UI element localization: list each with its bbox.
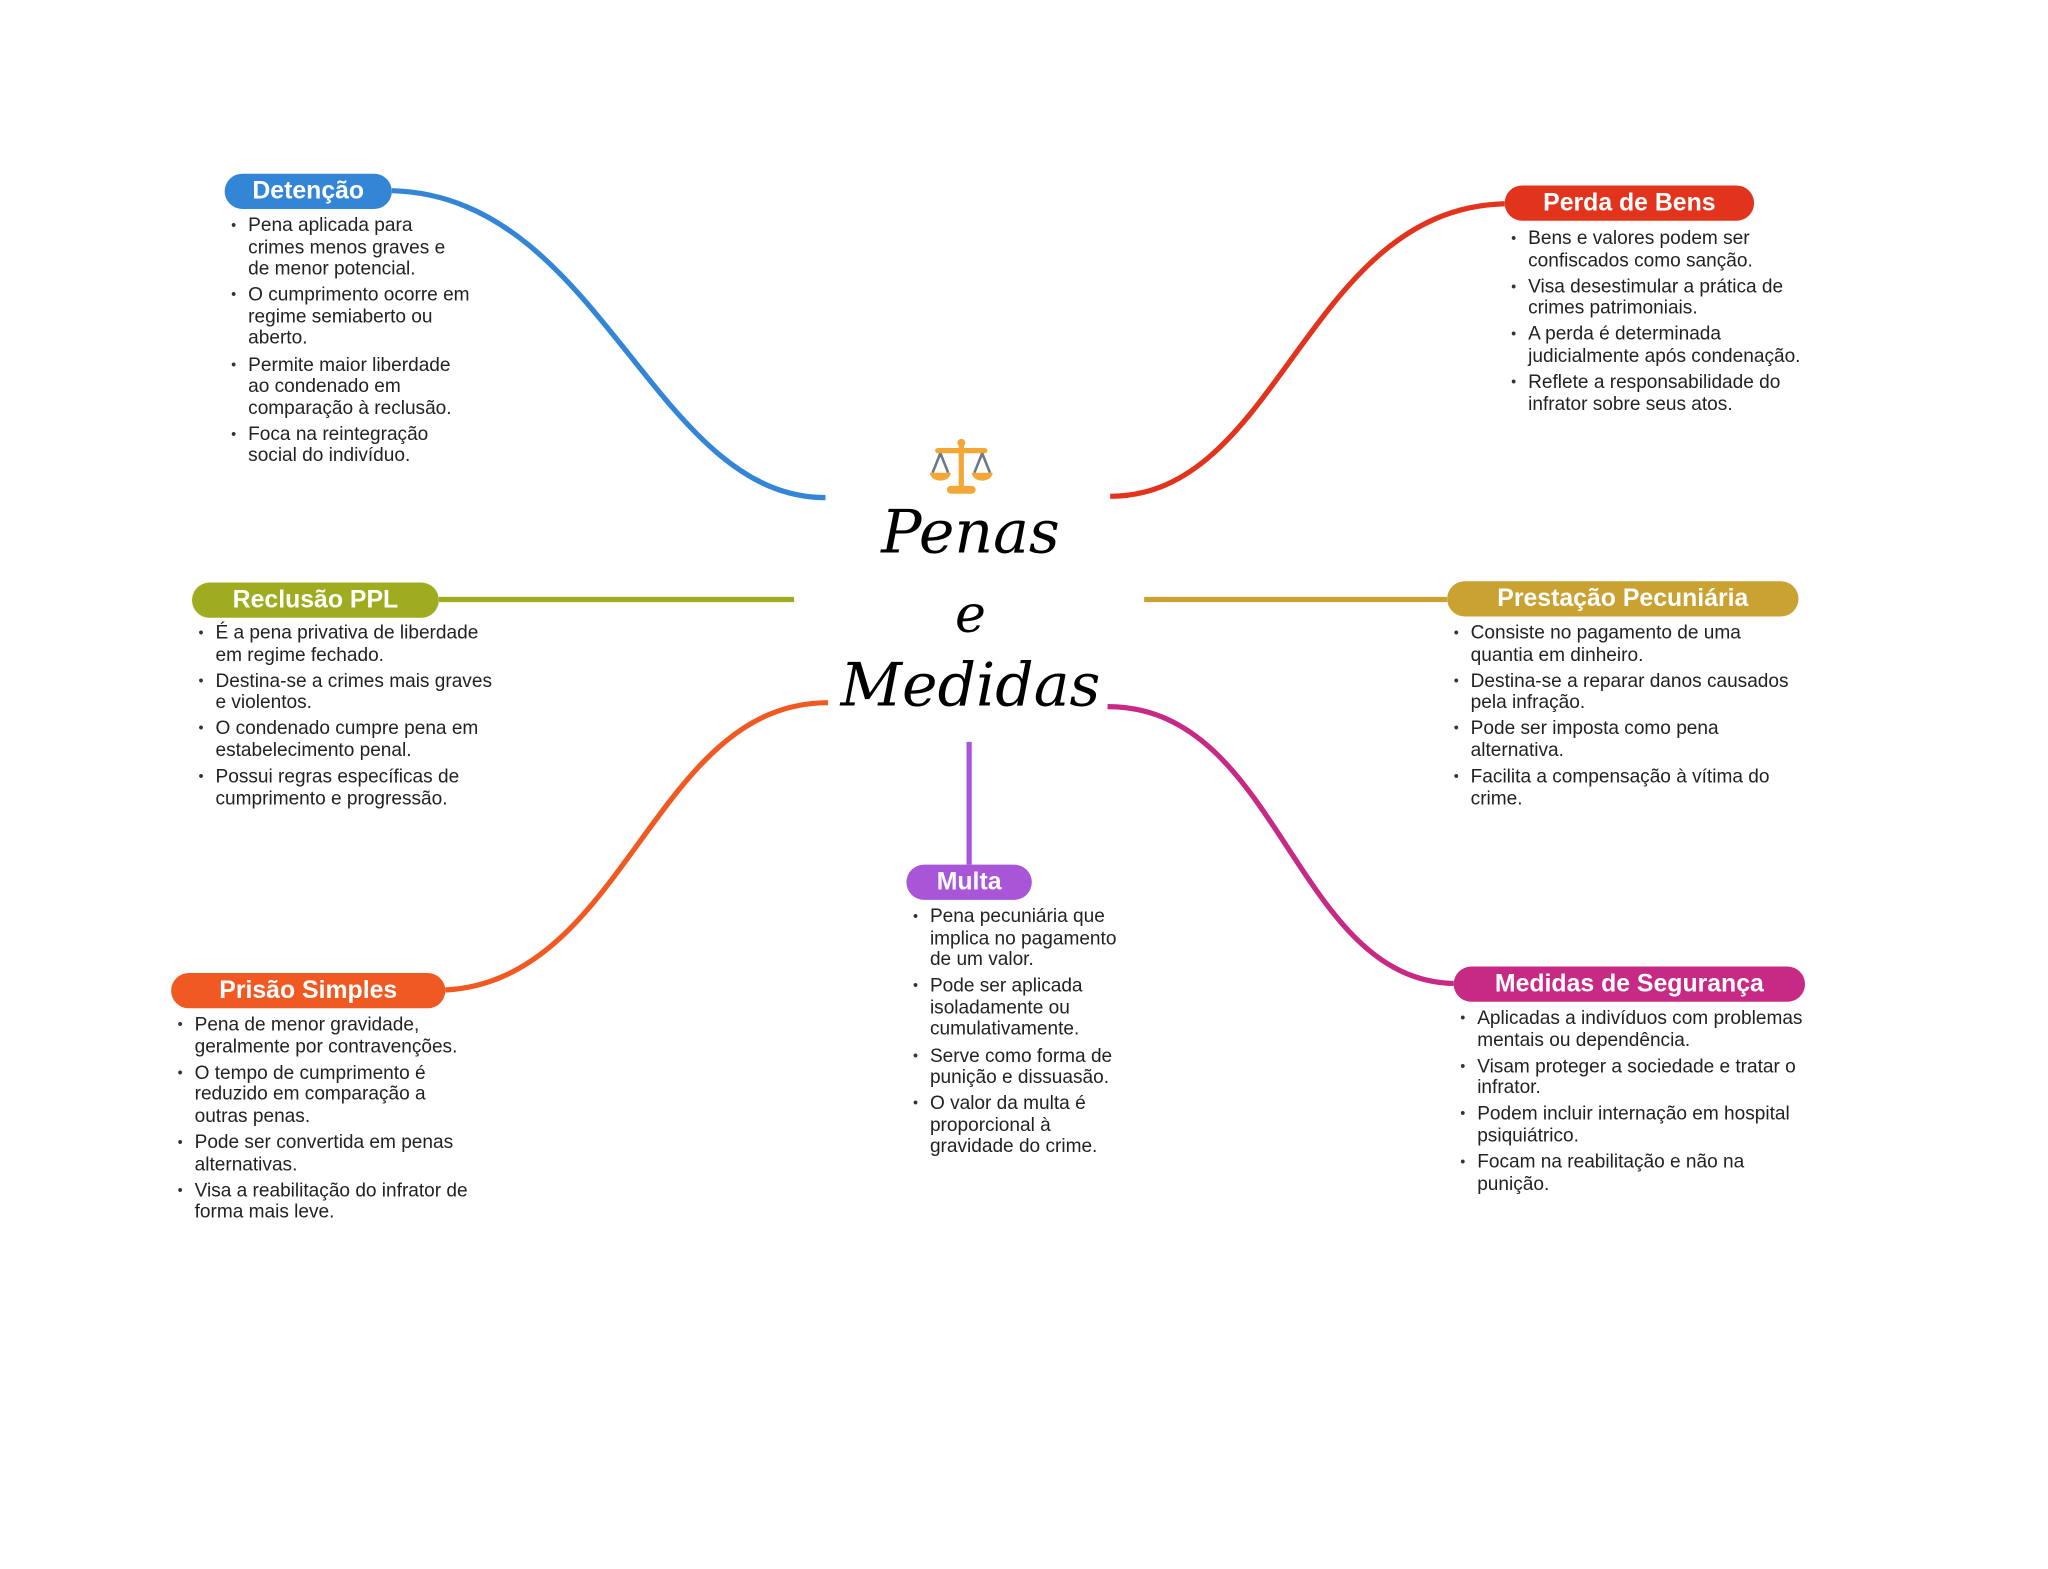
subtopic-item[interactable]: Facilita a compensação à vítima do crime…	[1454, 767, 1798, 810]
connector-prisao-simples	[445, 700, 829, 993]
subtopic-item[interactable]: Podem incluir internação em hospital psi…	[1460, 1104, 1804, 1147]
subtopic-item[interactable]: Pena pecuniária que implica no pagamento…	[913, 906, 1126, 971]
subtopic-item[interactable]: Pode ser aplicada isoladamente ou cumula…	[913, 976, 1126, 1041]
subtopic-item[interactable]: Permite maior liberdade ao condenado em …	[231, 355, 470, 420]
topic-detencao[interactable]: Detenção	[224, 173, 392, 209]
subtopic-list-medidas-de-seguranca: Aplicadas a indivíduos com problemas men…	[1460, 1008, 1804, 1200]
subtopic-list-reclusao-ppl: É a pena privativa de liberdade em regim…	[199, 623, 503, 815]
subtopic-item[interactable]: Visa a reabilitação do infrator de forma…	[178, 1180, 482, 1223]
central-title-line-2: e	[954, 585, 986, 646]
balance-scale-icon	[929, 438, 993, 494]
subtopic-list-prisao-simples: Pena de menor gravidade, geralmente por …	[178, 1015, 482, 1228]
subtopic-item[interactable]: Focam na reabilitação e não na punição.	[1460, 1152, 1804, 1195]
subtopic-item[interactable]: Pena de menor gravidade, geralmente por …	[178, 1015, 482, 1058]
subtopic-item[interactable]: Destina-se a crimes mais graves e violen…	[199, 671, 503, 714]
subtopic-item[interactable]: O cumprimento ocorre em regime semiabert…	[231, 285, 470, 350]
topic-multa[interactable]: Multa	[906, 864, 1032, 900]
subtopic-item[interactable]: Serve como forma de punição e dissuasão.	[913, 1046, 1126, 1089]
topic-reclusao-ppl[interactable]: Reclusão PPL	[191, 582, 439, 618]
subtopic-item[interactable]: Destina-se a reparar danos causados pela…	[1454, 671, 1798, 714]
subtopic-list-detencao: Pena aplicada para crimes menos graves e…	[231, 216, 470, 473]
subtopic-item[interactable]: Pode ser convertida em penas alternativa…	[178, 1132, 482, 1175]
subtopic-item[interactable]: A perda é determinada judicialmente após…	[1511, 324, 1809, 367]
subtopic-list-perda-de-bens: Bens e valores podem ser confiscados com…	[1511, 229, 1809, 421]
subtopic-item[interactable]: Pode ser imposta como pena alternativa.	[1454, 719, 1798, 762]
subtopic-item[interactable]: Visam proteger a sociedade e tratar o in…	[1460, 1056, 1804, 1099]
connector-detencao	[391, 188, 826, 501]
topic-perda-de-bens[interactable]: Perda de Bens	[1504, 185, 1755, 221]
connector-perda-de-bens	[1110, 201, 1505, 499]
central-title-line-1: Penas	[881, 496, 1060, 567]
subtopic-item[interactable]: É a pena privativa de liberdade em regim…	[199, 623, 503, 666]
subtopic-item[interactable]: O condenado cumpre pena em estabelecimen…	[199, 719, 503, 762]
subtopic-item[interactable]: Consiste no pagamento de uma quantia em …	[1454, 623, 1798, 666]
topic-prisao-simples[interactable]: Prisão Simples	[171, 973, 446, 1009]
subtopic-item[interactable]: Foca na reintegração social do indivíduo…	[231, 424, 470, 467]
topic-medidas-de-seguranca[interactable]: Medidas de Segurança	[1453, 966, 1806, 1002]
subtopic-item[interactable]: Reflete a responsabilidade do infrator s…	[1511, 372, 1809, 415]
subtopic-item[interactable]: Pena aplicada para crimes menos graves e…	[231, 216, 470, 281]
subtopic-item[interactable]: Visa desestimular a prática de crimes pa…	[1511, 276, 1809, 319]
topic-prestacao-pecuniaria[interactable]: Prestação Pecuniária	[1447, 581, 1799, 617]
connector-medidas-de-seguranca	[1107, 703, 1454, 987]
subtopic-list-prestacao-pecuniaria: Consiste no pagamento de uma quantia em …	[1454, 623, 1798, 815]
subtopic-item[interactable]: O valor da multa é proporcional à gravid…	[913, 1094, 1126, 1159]
subtopic-item[interactable]: O tempo de cumprimento é reduzido em com…	[178, 1063, 482, 1128]
subtopic-item[interactable]: Possui regras específicas de cumprimento…	[199, 767, 503, 810]
subtopic-list-multa: Pena pecuniária que implica no pagamento…	[913, 906, 1126, 1163]
subtopic-item[interactable]: Bens e valores podem ser confiscados com…	[1511, 229, 1809, 272]
central-title-line-3: Medidas	[840, 649, 1101, 720]
subtopic-item[interactable]: Aplicadas a indivíduos com problemas men…	[1460, 1008, 1804, 1051]
